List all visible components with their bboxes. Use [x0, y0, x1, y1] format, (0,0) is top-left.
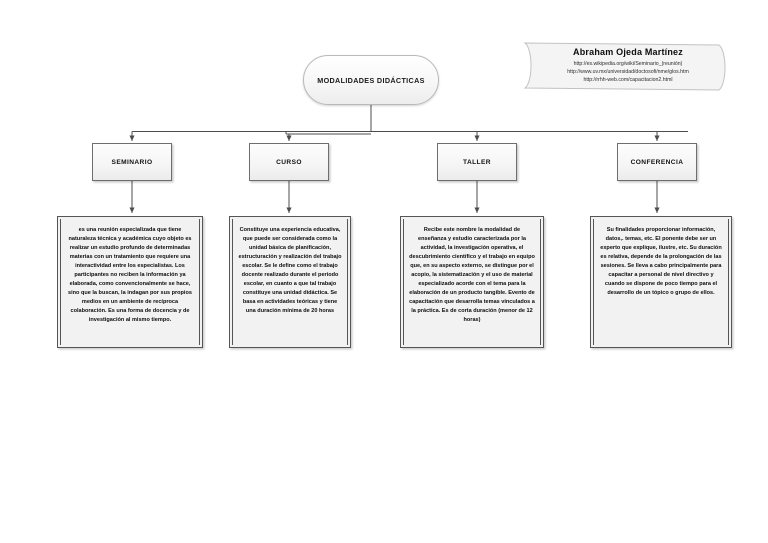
- description-text: Recibe este nombre la modalidad de enseñ…: [409, 227, 535, 323]
- category-box-taller[interactable]: TALLER: [437, 143, 517, 181]
- description-panel-curso: Constituye una experiencia educativa, qu…: [229, 216, 351, 348]
- description-panel-inner: Recibe este nombre la modalidad de enseñ…: [403, 219, 541, 345]
- author-name: Abraham Ojeda Martínez: [573, 46, 683, 57]
- description-panel-inner: Su finalidades proporcionar información,…: [593, 219, 729, 345]
- category-label: TALLER: [463, 158, 491, 166]
- description-panel-conferencia: Su finalidades proporcionar información,…: [590, 216, 732, 348]
- category-label: SEMINARIO: [111, 158, 153, 166]
- category-box-seminario[interactable]: SEMINARIO: [92, 143, 172, 181]
- source-url[interactable]: http://www.uv.mx/universidad/doctosofi/n…: [567, 68, 689, 75]
- description-text: Constituye una experiencia educativa, qu…: [238, 227, 342, 314]
- category-label: CURSO: [276, 158, 302, 166]
- description-panel-inner: es una reunión especializada que tiene n…: [60, 219, 200, 345]
- source-url[interactable]: http://es.wikipedia.org/wiki/Seminario_(…: [573, 60, 683, 67]
- root-node-modalidades-didacticas[interactable]: MODALIDADES DIDÁCTICAS: [303, 55, 439, 105]
- category-box-curso[interactable]: CURSO: [249, 143, 329, 181]
- description-text: Su finalidades proporcionar información,…: [600, 227, 722, 296]
- description-panel-taller: Recibe este nombre la modalidad de enseñ…: [400, 216, 544, 348]
- description-panel-seminario: es una reunión especializada que tiene n…: [57, 216, 203, 348]
- description-panel-inner: Constituye una experiencia educativa, qu…: [232, 219, 348, 345]
- category-label: CONFERENCIA: [630, 158, 684, 166]
- banner-content: Abraham Ojeda Martínez http://es.wikiped…: [523, 39, 733, 92]
- root-node-label: MODALIDADES DIDÁCTICAS: [317, 75, 425, 85]
- banner-ribbon-shape: [523, 42, 726, 91]
- description-text: es una reunión especializada que tiene n…: [68, 227, 192, 323]
- author-banner: Abraham Ojeda Martínez http://es.wikiped…: [523, 39, 733, 92]
- source-url[interactable]: http://rrhh-web.com/capacitacion2.html: [583, 77, 673, 84]
- category-box-conferencia[interactable]: CONFERENCIA: [617, 143, 697, 181]
